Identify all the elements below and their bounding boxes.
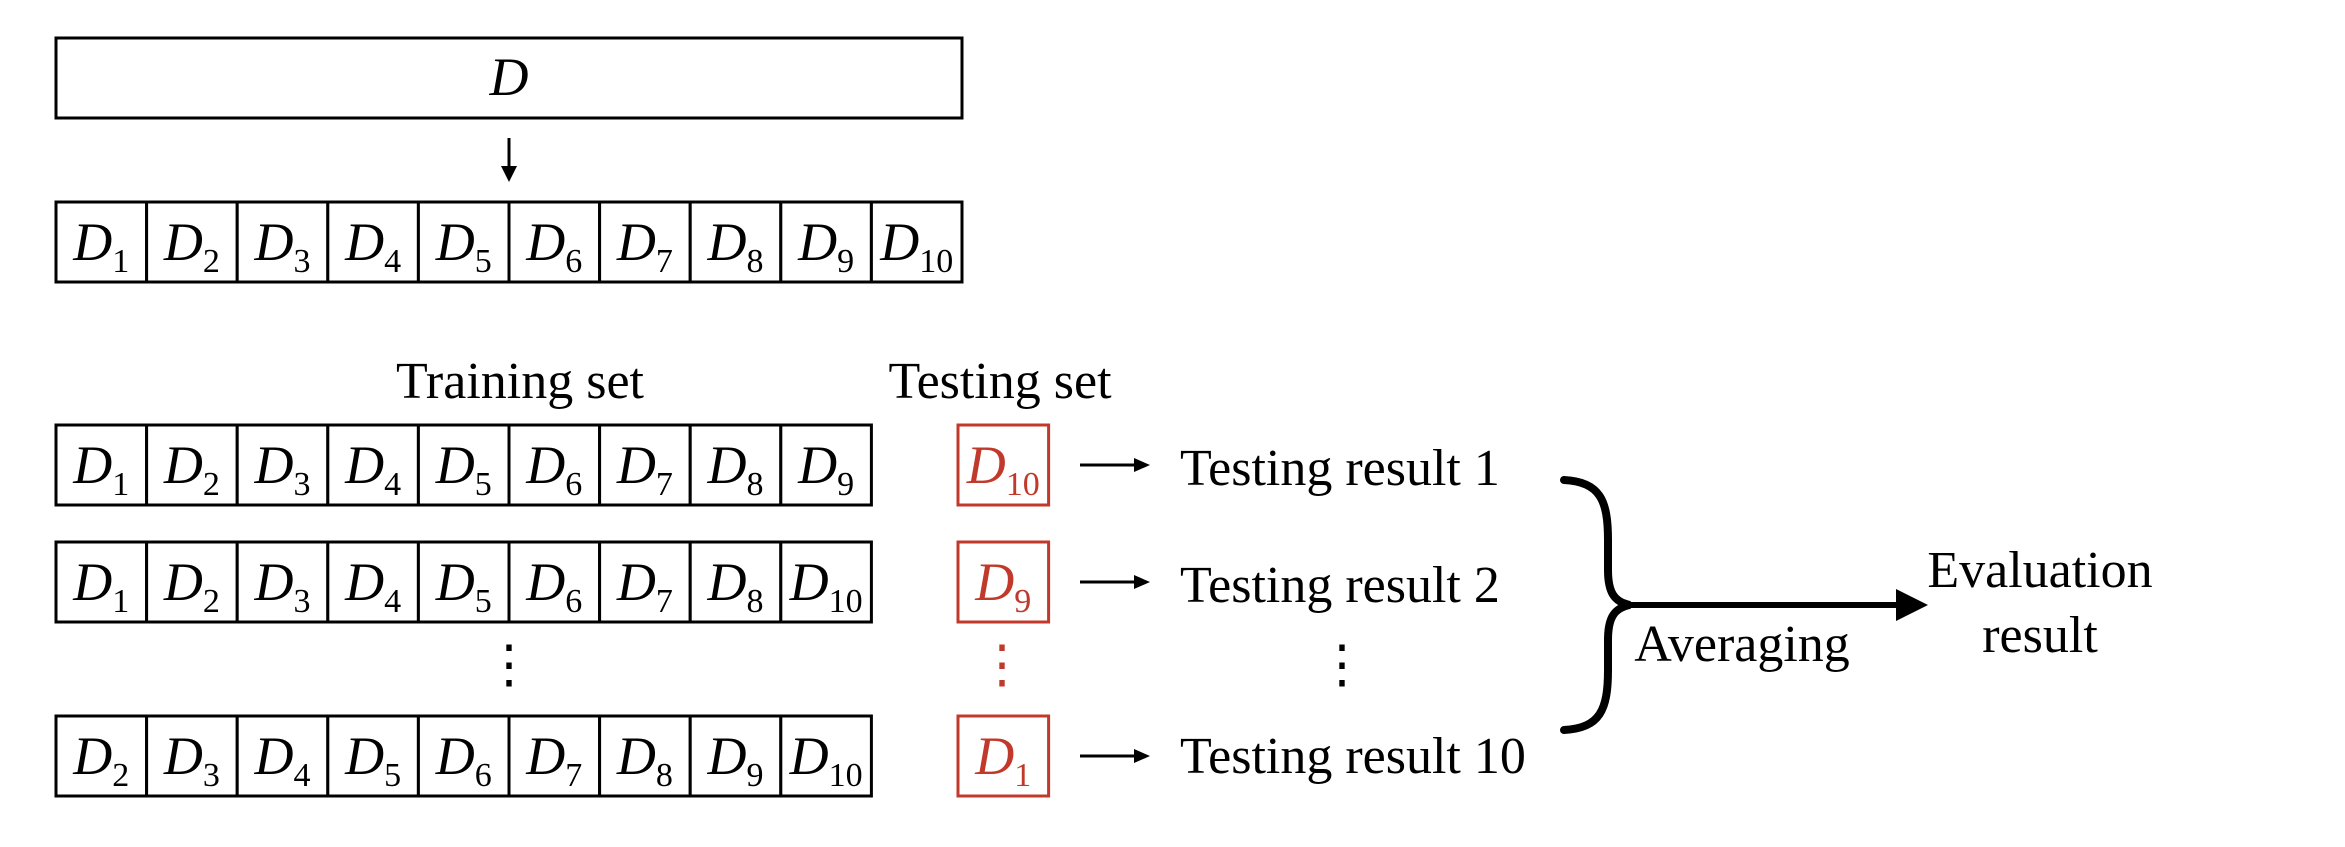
train-cell-5: D5 <box>416 423 511 507</box>
averaging-arrow <box>1630 589 1928 621</box>
train-cell-10: D10 <box>779 540 873 624</box>
test-cell-9: D9 <box>956 540 1051 624</box>
training-set-label: Training set <box>396 353 645 410</box>
fold-cell-3: D3 <box>235 200 330 284</box>
testing-set-label: Testing set <box>888 353 1112 410</box>
fold-cell-6: D6 <box>507 200 602 284</box>
train-cell-8: D8 <box>688 423 783 507</box>
fold-cell-7-label: D7 <box>616 212 673 280</box>
testing-result-label: Testing result 10 <box>1180 728 1526 785</box>
evaluation-result-line2: result <box>1982 607 2098 664</box>
train-cell-3: D3 <box>235 540 330 624</box>
train-cell-5: D5 <box>416 540 511 624</box>
split-arrow <box>501 138 517 182</box>
full-dataset-box: D <box>54 36 964 120</box>
train-cell-7: D7 <box>507 714 602 798</box>
fold-cell-2: D2 <box>145 200 239 284</box>
train-cell-7-label: D7 <box>616 435 673 503</box>
train-cell-8: D8 <box>598 714 692 798</box>
train-cell-2: D2 <box>54 714 149 798</box>
fold-cell-9: D9 <box>779 200 873 284</box>
train-cell-8: D8 <box>688 540 783 624</box>
train-cell-6: D6 <box>507 423 602 507</box>
train-cell-9: D9 <box>688 714 783 798</box>
train-cell-3: D3 <box>145 714 239 798</box>
train-cell-7: D7 <box>598 540 692 624</box>
train-cell-2: D2 <box>145 423 239 507</box>
fold-cell-8: D8 <box>688 200 783 284</box>
result-ellipsis: ⋮ <box>1316 637 1368 694</box>
train-cell-6-label: D6 <box>435 726 492 794</box>
result-arrow <box>1080 749 1150 763</box>
train-cell-10: D10 <box>779 714 873 798</box>
fold-cell-2-label: D2 <box>163 212 220 280</box>
training-ellipsis: ⋮ <box>483 637 535 694</box>
train-cell-4-label: D4 <box>254 726 311 794</box>
train-cell-4: D4 <box>326 423 420 507</box>
averaging-label: Averaging <box>1634 616 1850 673</box>
train-cell-8-label: D8 <box>707 552 764 620</box>
testing-result-label: Testing result 1 <box>1180 440 1500 497</box>
train-cell-1: D1 <box>54 540 149 624</box>
fold-cell-10: D10 <box>869 200 964 284</box>
testing-ellipsis: ⋮ <box>976 637 1028 694</box>
train-cell-6: D6 <box>507 540 602 624</box>
train-cell-3: D3 <box>235 423 330 507</box>
result-arrow <box>1080 575 1150 589</box>
aggregation-brace <box>1560 476 1631 734</box>
fold-cell-5: D5 <box>416 200 511 284</box>
testing-result-label: Testing result 2 <box>1180 557 1500 614</box>
test-cell-10: D10 <box>956 423 1051 507</box>
fold-cell-4: D4 <box>326 200 420 284</box>
train-cell-7: D7 <box>598 423 692 507</box>
train-cell-5: D5 <box>326 714 420 798</box>
train-cell-8-label: D8 <box>707 435 764 503</box>
fold-cell-7: D7 <box>598 200 692 284</box>
evaluation-result-line1: Evaluation <box>1927 542 2152 599</box>
train-cell-4-label: D4 <box>344 435 401 503</box>
train-cell-1: D1 <box>54 423 149 507</box>
train-cell-4: D4 <box>235 714 330 798</box>
train-cell-7-label: D7 <box>616 552 673 620</box>
train-cell-4: D4 <box>326 540 420 624</box>
train-cell-9-label: D9 <box>707 726 764 794</box>
full-dataset-label: D <box>489 47 529 107</box>
train-cell-9: D9 <box>779 423 873 507</box>
train-cell-6: D6 <box>416 714 511 798</box>
fold-cell-1: D1 <box>54 200 149 284</box>
test-cell-1: D1 <box>956 714 1051 798</box>
train-cell-2: D2 <box>145 540 239 624</box>
result-arrow <box>1080 458 1150 472</box>
